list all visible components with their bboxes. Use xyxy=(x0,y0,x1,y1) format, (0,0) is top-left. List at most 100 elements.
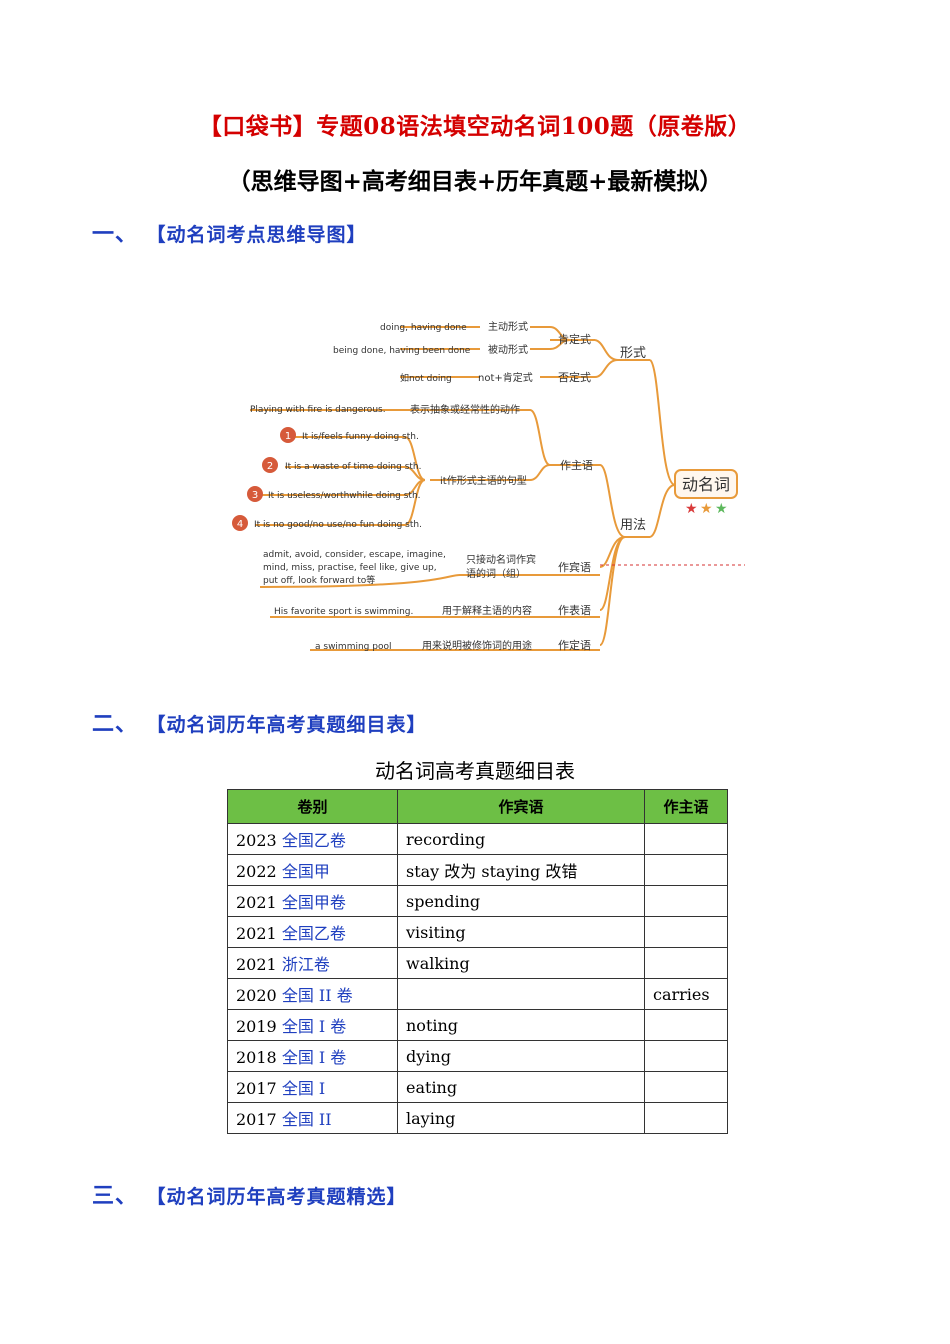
node-predicative: 作表语 xyxy=(558,603,591,617)
star-icon: ★ xyxy=(700,501,713,517)
cell-subject xyxy=(644,854,728,886)
cell-subject xyxy=(644,947,728,979)
cell-paper-name: 全国甲卷 xyxy=(281,893,346,912)
node-passive: 被动形式 xyxy=(488,343,528,356)
cell-object: eating xyxy=(397,1071,645,1103)
cell-year: 2020 xyxy=(236,986,277,1005)
section-label: 【动名词历年高考真题精选】 xyxy=(156,1186,407,1208)
example-active: doing, having done xyxy=(380,323,467,333)
cell-object: noting xyxy=(397,1009,645,1041)
node-object: 作宾语 xyxy=(558,560,591,574)
cell-object: stay 改为 staying 改错 xyxy=(397,854,645,886)
cell-paper-name: 全国 I 卷 xyxy=(281,1048,347,1067)
pattern-3: It is useless/worthwhile doing sth. xyxy=(268,491,421,501)
cell-object: recording xyxy=(397,823,645,855)
number-badge-3: 3 xyxy=(252,490,258,501)
cell-paper: 2021 全国甲卷 xyxy=(227,885,398,917)
cell-object: walking xyxy=(397,947,645,979)
cell-paper-name: 全国甲 xyxy=(281,862,330,881)
table-row: 2018 全国 I 卷 dying xyxy=(227,1040,728,1072)
cell-year: 2017 xyxy=(236,1079,277,1098)
table-caption: 动名词高考真题细目表 xyxy=(375,759,575,783)
cell-paper: 2017 全国 II xyxy=(227,1102,398,1134)
cell-paper-name: 全国乙卷 xyxy=(281,831,346,850)
cell-paper: 2021 浙江卷 xyxy=(227,947,398,979)
cell-paper: 2023 全国乙卷 xyxy=(227,823,398,855)
verbs-line-2: mind, miss, practise, feel like, give up… xyxy=(263,563,437,573)
cell-paper: 2020 全国 II 卷 xyxy=(227,978,398,1010)
node-pred-desc: 用于解释主语的内容 xyxy=(442,604,532,617)
cell-subject xyxy=(644,1071,728,1103)
node-usage: 用法 xyxy=(620,518,646,533)
cell-object: visiting xyxy=(397,916,645,948)
cell-year: 2022 xyxy=(236,862,277,881)
cell-year: 2021 xyxy=(236,924,277,943)
example-playing: Playing with fire is dangerous. xyxy=(250,405,386,415)
cell-year: 2017 xyxy=(236,1110,277,1129)
cell-paper-name: 全国 II 卷 xyxy=(281,986,353,1005)
column-header-paper: 卷别 xyxy=(227,789,398,824)
cell-paper-name: 全国 II xyxy=(281,1110,332,1129)
node-subject: 作主语 xyxy=(560,459,593,472)
cell-subject xyxy=(644,1009,728,1041)
cell-year: 2021 xyxy=(236,893,277,912)
example-attributive: a swimming pool xyxy=(315,642,391,652)
node-affirm: 肯定式 xyxy=(558,332,591,346)
node-it-pattern: it作形式主语的句型 xyxy=(440,474,527,487)
number-badge-1: 1 xyxy=(285,431,291,442)
cell-subject xyxy=(644,916,728,948)
cell-subject xyxy=(644,885,728,917)
table-header-row: 卷别 作宾语 作主语 xyxy=(227,789,728,824)
number-badge-2: 2 xyxy=(267,461,273,472)
section-label: 【动名词历年高考真题细目表】 xyxy=(156,714,427,736)
star-icon: ★ xyxy=(685,501,698,517)
example-not: 如not doing xyxy=(400,372,452,384)
cell-subject xyxy=(644,1040,728,1072)
cell-subject: carries xyxy=(644,978,728,1010)
section-label: 【动名词考点思维导图】 xyxy=(156,224,367,246)
gerund-mind-map: 动名词 ★ ★ ★ 形式 用法 肯定式 否定式 主动形式 被动形式 not+肯定… xyxy=(230,305,745,667)
node-negate: 否定式 xyxy=(558,370,591,384)
cell-paper: 2017 全国 I xyxy=(227,1071,398,1103)
cell-paper: 2019 全国 I 卷 xyxy=(227,1009,398,1041)
section-heading-3: 三、【动名词历年高考真题精选】 xyxy=(92,1178,407,1210)
example-predicative: His favorite sport is swimming. xyxy=(274,607,413,617)
cell-paper-name: 全国 I xyxy=(281,1079,326,1098)
pattern-4: It is no good/no use/no fun doing sth. xyxy=(254,520,422,530)
cell-object: laying xyxy=(397,1102,645,1134)
cell-subject xyxy=(644,823,728,855)
node-attr-desc: 用来说明被修饰词的用途 xyxy=(422,639,532,652)
node-active: 主动形式 xyxy=(488,320,528,333)
node-abstract: 表示抽象或经常性的动作 xyxy=(410,403,520,416)
section-number: 一、 xyxy=(92,221,139,247)
pattern-1: It is/feels funny doing sth. xyxy=(302,432,419,442)
section-number: 二、 xyxy=(92,711,139,737)
section-number: 三、 xyxy=(92,1183,139,1209)
star-icon: ★ xyxy=(715,501,728,517)
mindmap-root: 动名词 xyxy=(682,475,730,494)
cell-year: 2023 xyxy=(236,831,277,850)
cell-year: 2019 xyxy=(236,1017,277,1036)
cell-paper-name: 全国 I 卷 xyxy=(281,1017,347,1036)
cell-object xyxy=(397,978,645,1010)
document-subtitle: （思维导图+高考细目表+历年真题+最新模拟） xyxy=(227,168,723,195)
section-heading-2: 二、【动名词历年高考真题细目表】 xyxy=(92,706,427,738)
cell-paper: 2022 全国甲 xyxy=(227,854,398,886)
column-header-subject: 作主语 xyxy=(644,789,728,824)
cell-year: 2018 xyxy=(236,1048,277,1067)
cell-object: dying xyxy=(397,1040,645,1072)
verbs-line-1: admit, avoid, consider, escape, imagine, xyxy=(263,550,446,560)
cell-year: 2021 xyxy=(236,955,277,974)
node-not-affirm: not+肯定式 xyxy=(478,371,533,384)
node-only-object-1: 只接动名词作宾 xyxy=(466,553,536,566)
table-row: 2020 全国 II 卷 carries xyxy=(227,978,728,1010)
node-only-object-2: 语的词（组） xyxy=(466,567,526,580)
